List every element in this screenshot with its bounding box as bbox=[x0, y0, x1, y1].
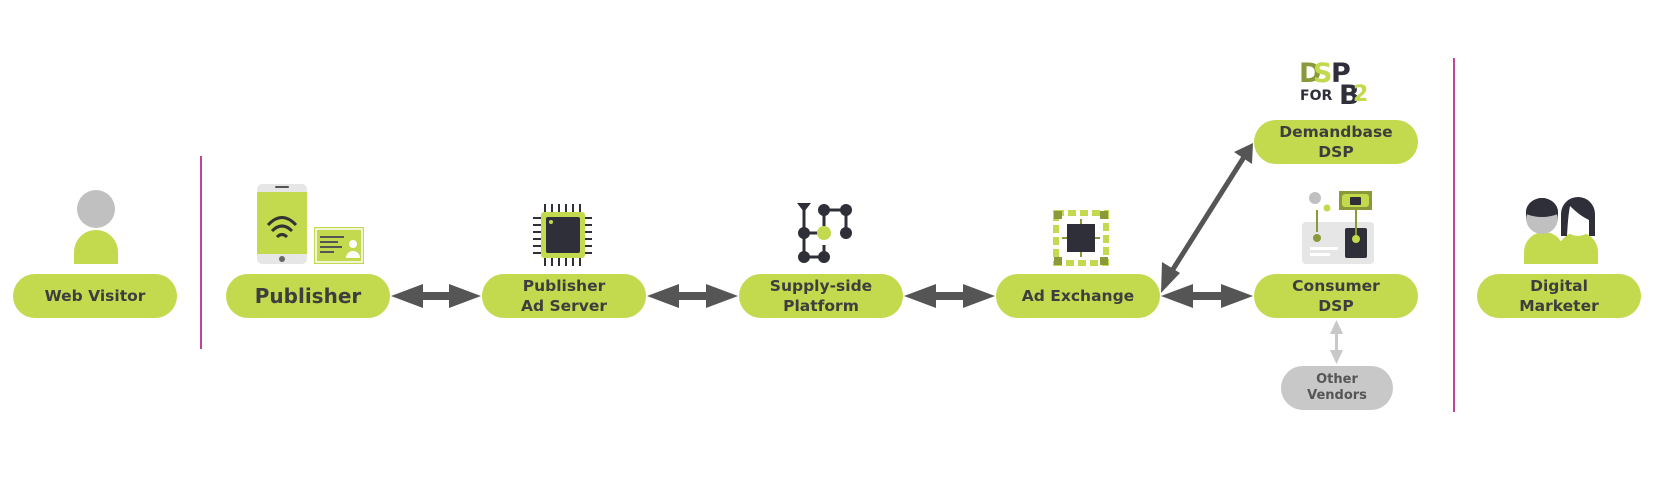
publisher-ad-server-node: Publisher Ad Server bbox=[482, 274, 646, 318]
digital-marketer-node: Digital Marketer bbox=[1477, 274, 1641, 318]
arrow-consumer-othervendors bbox=[1330, 320, 1343, 364]
arrow-exchange-consumer-dsp bbox=[1161, 284, 1253, 308]
publisher-node: Publisher bbox=[226, 274, 390, 318]
dsp-for-b2b-logo: D S P FOR B 2 bbox=[1299, 58, 1379, 111]
logo-letter-d: D bbox=[1299, 58, 1322, 89]
other-vendors-label-2: Vendors bbox=[1307, 388, 1367, 403]
arrow-publisher-adserver bbox=[391, 284, 481, 308]
consumer-dsp-node: Consumer DSP bbox=[1254, 274, 1418, 318]
chip-icon bbox=[533, 204, 592, 266]
arrow-ssp-exchange bbox=[904, 284, 995, 308]
web-visitor-node: Web Visitor bbox=[13, 274, 177, 318]
mobile-phone-icon bbox=[257, 184, 307, 264]
separator-left bbox=[200, 156, 202, 349]
ad-exchange-node: Ad Exchange bbox=[996, 274, 1160, 318]
other-vendors-label-1: Other bbox=[1316, 372, 1358, 387]
exchange-grid-icon bbox=[1053, 210, 1109, 266]
network-nodes-icon bbox=[797, 203, 852, 263]
ad-exchange-label: Ad Exchange bbox=[1021, 287, 1135, 305]
demandbase-dsp-node: Demandbase DSP bbox=[1254, 120, 1418, 164]
web-visitor-label: Web Visitor bbox=[44, 287, 146, 305]
ssp-label-2: Platform bbox=[783, 297, 859, 315]
marketers-icon bbox=[1524, 197, 1598, 264]
digital-marketer-label-1: Digital bbox=[1530, 277, 1588, 295]
person-icon bbox=[74, 190, 118, 264]
consumer-panel-icon bbox=[1302, 191, 1374, 264]
consumer-dsp-label-2: DSP bbox=[1318, 297, 1354, 315]
ssp-node: Supply-side Platform bbox=[739, 274, 903, 318]
logo-letter-p: P bbox=[1331, 58, 1351, 89]
id-card-icon bbox=[314, 227, 364, 264]
demandbase-dsp-label-1: Demandbase bbox=[1279, 123, 1393, 141]
other-vendors-node: Other Vendors bbox=[1281, 366, 1393, 410]
logo-exponent: 2 bbox=[1353, 82, 1369, 107]
arrow-exchange-demandbase bbox=[1161, 143, 1253, 293]
publisher-ad-server-label-2: Ad Server bbox=[520, 297, 608, 315]
logo-letter-b: B bbox=[1339, 80, 1360, 111]
digital-marketer-label-2: Marketer bbox=[1519, 297, 1599, 315]
separator-right bbox=[1453, 58, 1455, 412]
demandbase-dsp-label-2: DSP bbox=[1318, 143, 1354, 161]
publisher-label: Publisher bbox=[254, 284, 362, 308]
arrow-adserver-ssp bbox=[647, 284, 738, 308]
logo-letter-s: S bbox=[1313, 58, 1333, 89]
consumer-dsp-label-1: Consumer bbox=[1292, 277, 1380, 295]
logo-for: FOR bbox=[1300, 88, 1333, 104]
ssp-label-1: Supply-side bbox=[769, 277, 873, 295]
publisher-ad-server-label-1: Publisher bbox=[522, 277, 606, 295]
